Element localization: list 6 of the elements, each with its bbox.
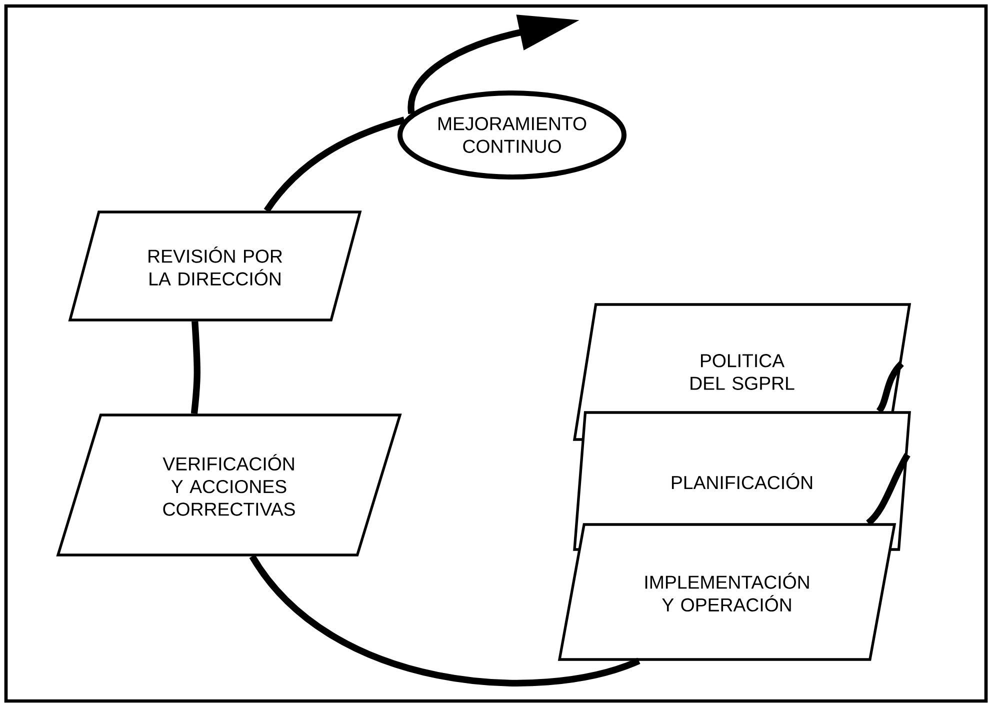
- loop-line: [190, 321, 200, 414]
- loop-line: [264, 116, 406, 213]
- ellipse-node: MEJORAMIENTO CONTINUO: [397, 90, 627, 180]
- loop-line: [866, 453, 910, 526]
- loop-line: [249, 554, 640, 686]
- loop-line: [876, 361, 904, 414]
